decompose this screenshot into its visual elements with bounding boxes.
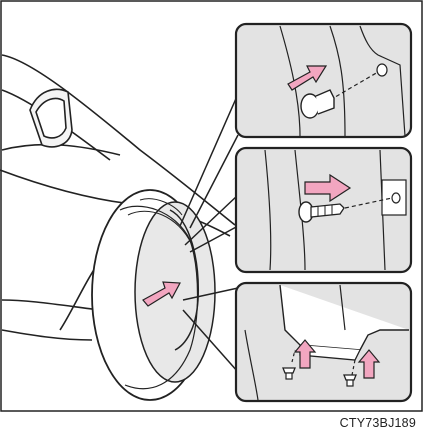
figure-code: CTY73BJ189 <box>340 416 416 430</box>
upper-detail-panel <box>236 24 411 137</box>
lower-detail-panel <box>236 283 411 401</box>
middle-detail-panel <box>236 148 411 272</box>
